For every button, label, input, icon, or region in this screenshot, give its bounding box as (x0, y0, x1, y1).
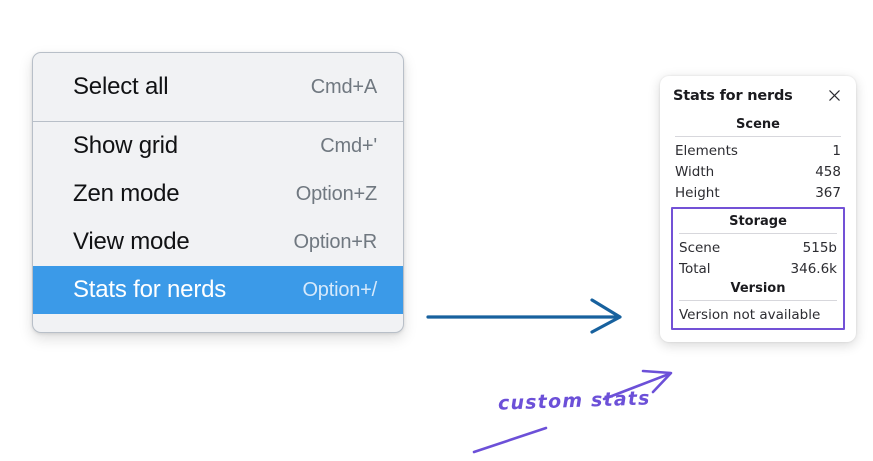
menu-item-select-all[interactable]: Select all Cmd+A (33, 63, 403, 111)
panel-title: Stats for nerds (673, 87, 793, 104)
stat-row-storage-scene: Scene 515b (677, 237, 839, 258)
menu-item-zen-mode[interactable]: Zen mode Option+Z (33, 170, 403, 218)
menu-item-shortcut: Option+R (293, 230, 378, 253)
stat-row-elements: Elements 1 (673, 140, 843, 161)
stat-row-storage-total: Total 346.6k (677, 258, 839, 279)
menu-item-label: Zen mode (73, 180, 180, 207)
stat-row-height: Height 367 (673, 182, 843, 203)
menu-separator (33, 121, 403, 122)
close-icon[interactable] (826, 87, 843, 104)
storage-section: Storage Scene 515b Total 346.6k (677, 212, 839, 279)
stat-label: Elements (675, 142, 738, 159)
menu-item-label: View mode (73, 228, 190, 255)
stats-for-nerds-panel: Stats for nerds Scene Elements 1 Width 4… (660, 76, 856, 342)
menu-item-shortcut: Cmd+' (320, 134, 377, 157)
menu-item-shortcut: Option+/ (302, 278, 377, 301)
context-menu: Select all Cmd+A Show grid Cmd+' Zen mod… (32, 52, 404, 333)
stat-label: Height (675, 184, 720, 201)
menu-item-label: Show grid (73, 132, 178, 159)
version-section: Version Version not available (677, 279, 839, 324)
stat-row-width: Width 458 (673, 161, 843, 182)
menu-item-view-mode[interactable]: View mode Option+R (33, 218, 403, 266)
stat-value: 1 (832, 142, 841, 159)
menu-item-shortcut: Cmd+A (310, 75, 377, 98)
blue-arrow-icon (426, 298, 622, 334)
purple-underline-stroke (472, 426, 548, 454)
menu-item-stats-for-nerds[interactable]: Stats for nerds Option+/ (33, 266, 403, 314)
stat-value: 458 (815, 163, 841, 180)
storage-section-heading: Storage (729, 214, 787, 229)
menu-item-show-grid[interactable]: Show grid Cmd+' (33, 122, 403, 170)
menu-item-label: Stats for nerds (73, 276, 227, 303)
custom-stats-highlight-box: Storage Scene 515b Total 346.6k Version … (671, 207, 845, 330)
stat-value: 346.6k (790, 260, 837, 277)
menu-item-shortcut: Option+Z (295, 182, 377, 205)
scene-section-heading: Scene (736, 117, 780, 132)
menu-bottom-padding (33, 314, 403, 332)
version-divider (679, 300, 837, 301)
version-section-heading: Version (730, 281, 786, 296)
panel-header: Stats for nerds (673, 87, 843, 104)
menu-top-padding (33, 53, 403, 63)
storage-divider (679, 233, 837, 234)
menu-item-label: Select all (73, 73, 169, 100)
version-value: Version not available (679, 307, 821, 323)
stat-label: Width (675, 163, 715, 180)
stat-label: Scene (679, 239, 721, 256)
stat-label: Total (679, 260, 711, 277)
stat-value: 515b (802, 239, 837, 256)
custom-stats-annotation-label: custom stats (497, 387, 651, 415)
scene-divider (675, 136, 841, 137)
scene-section: Scene Elements 1 Width 458 Height 367 (673, 116, 843, 203)
stat-value: 367 (815, 184, 841, 201)
